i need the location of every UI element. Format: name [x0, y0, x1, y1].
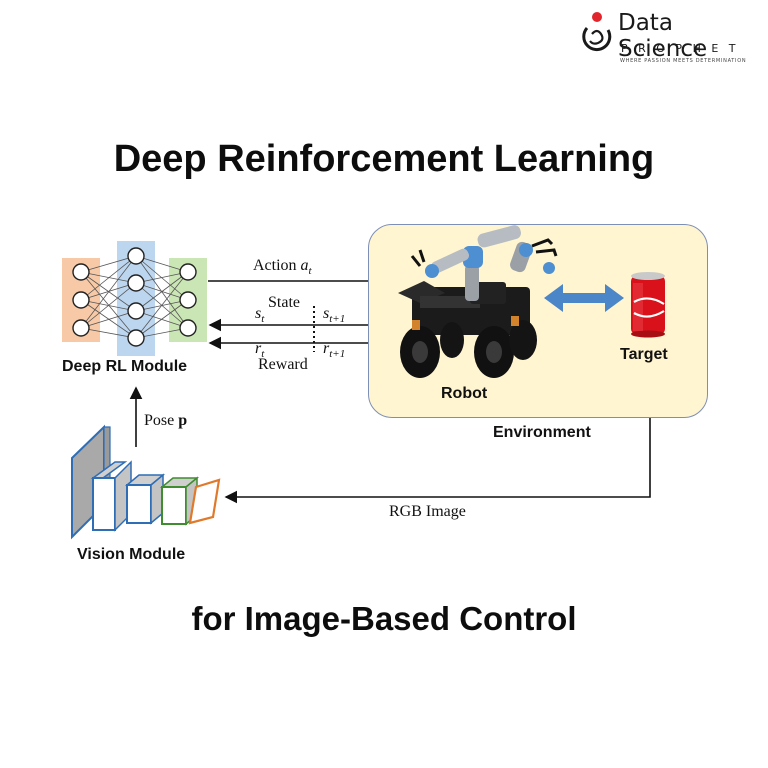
logo-tagline: WHERE PASSION MEETS DETERMINATION: [620, 58, 747, 64]
nn-node: [72, 319, 90, 337]
nn-edge: [135, 271, 189, 339]
robot-illustration: [398, 225, 558, 378]
nn-node: [179, 263, 197, 281]
page-subtitle: for Image-Based Control: [191, 600, 577, 637]
state-s-t: st: [255, 305, 265, 326]
nn-node: [127, 329, 145, 347]
reward-label: Reward: [258, 356, 308, 373]
target-label: Target: [620, 346, 668, 363]
target-can-icon: [631, 272, 665, 338]
nn-node: [72, 263, 90, 281]
nn-edge: [80, 327, 137, 339]
nn-node: [179, 291, 197, 309]
nn-edge: [135, 255, 189, 273]
action-label: Action at: [253, 257, 312, 278]
robot-target-double-arrow: [544, 284, 624, 312]
reward-r-t-plus-1: rt+1: [323, 340, 346, 361]
nn-edge: [80, 282, 137, 329]
nn-edge: [80, 310, 137, 329]
deep-rl-module-label: Deep RL Module: [62, 358, 188, 375]
nn-edge: [135, 310, 189, 329]
nn-edge: [135, 271, 189, 284]
nn-edge: [80, 255, 137, 301]
page-title: Deep Reinforcement Learning: [113, 138, 655, 180]
nn-node: [127, 247, 145, 265]
nn-edge: [135, 255, 189, 301]
state-label: State: [268, 294, 300, 311]
nn-edge: [135, 327, 189, 339]
nn-node: [179, 319, 197, 337]
neural-network: [62, 241, 207, 356]
state-s-t-plus-1: st+1: [323, 305, 346, 326]
vision-cnn: [71, 424, 221, 540]
nn-edge: [80, 255, 137, 273]
environment-label: Environment: [493, 424, 591, 441]
logo-mark-icon: [582, 12, 612, 52]
nn-node: [127, 302, 145, 320]
nn-node: [127, 274, 145, 292]
vision-module-label: Vision Module: [77, 546, 186, 563]
logo-brand-line1: Data Science: [618, 10, 708, 62]
pose-label: Pose p: [144, 412, 188, 429]
nn-edge: [135, 271, 189, 312]
nn-edge: [80, 299, 137, 339]
nn-edge: [135, 299, 189, 339]
robot-label: Robot: [441, 385, 488, 402]
rgb-image-label: RGB Image: [389, 503, 466, 520]
reward-r-t: rt: [255, 340, 265, 361]
nn-edge: [80, 255, 137, 329]
nn-node: [72, 291, 90, 309]
logo-brand-line2: PROPHET: [621, 42, 747, 55]
